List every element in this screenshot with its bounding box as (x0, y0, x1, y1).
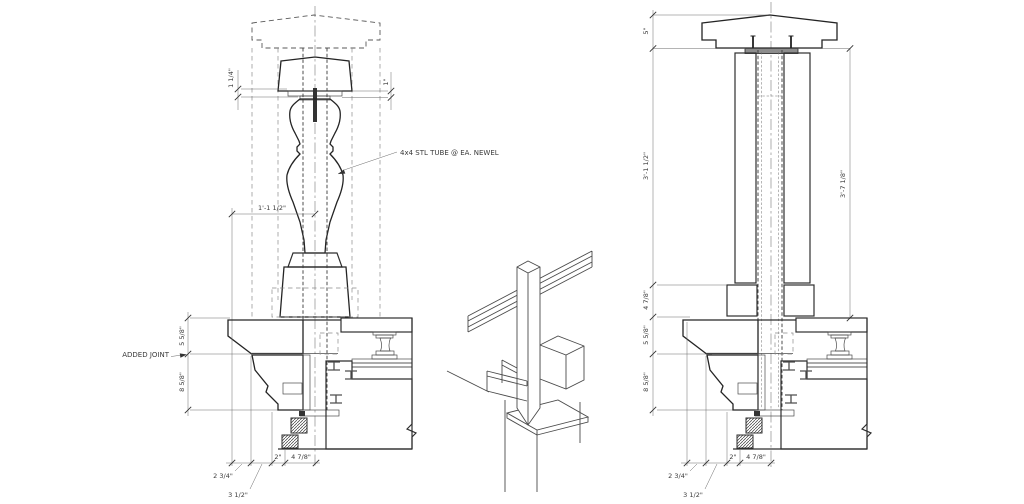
steel-tube-callout: 4x4 STL TUBE @ EA. NEWEL (337, 149, 499, 177)
svg-text:5 5/8": 5 5/8" (642, 325, 650, 345)
newel-side-right (783, 52, 811, 284)
base-block-left (726, 284, 758, 317)
svg-text:8 5/8": 8 5/8" (642, 372, 650, 392)
newel-cap (701, 14, 838, 49)
svg-text:3'-7 1/8": 3'-7 1/8" (839, 170, 847, 198)
dim-stone-heights: 5 5/8" 8 5/8" (178, 312, 280, 416)
steel-tube-wall-hidden (758, 52, 782, 408)
axonometric-detail-view (446, 250, 593, 492)
steel-tube-hidden (757, 50, 783, 410)
svg-text:8 5/8": 8 5/8" (178, 372, 186, 392)
edge-angle-iso (486, 370, 528, 402)
svg-text:5": 5" (642, 27, 650, 34)
steel-tube-iso (516, 260, 541, 426)
newel-top-block (277, 56, 353, 92)
base-block-right (783, 284, 815, 317)
steel-tube-note: 4x4 STL TUBE @ EA. NEWEL (400, 149, 499, 157)
channel-behind (501, 359, 518, 383)
added-joint-callout: ADDED JOINT (122, 351, 188, 359)
anchor-rod (313, 88, 317, 122)
svg-text:1'-1 1/2": 1'-1 1/2" (258, 204, 286, 212)
dim-overall-height: 3'-7 1/8" (839, 44, 854, 322)
dim-joint-left: 1 1/4" (227, 68, 298, 110)
right-base-detail (668, 318, 871, 499)
dim-newel-to-face: 1'-1 1/2" (228, 204, 319, 322)
base-hidden-outline (271, 287, 359, 318)
svg-text:4 7/8": 4 7/8" (642, 290, 650, 310)
svg-text:1": 1" (382, 78, 390, 85)
left-base-detail (213, 318, 416, 499)
stone-block-iso (539, 335, 585, 390)
right-section-view: 5" 3'-1 1/2" 4 7/8" 5 5/8" 8 5/8" 3'-7 1… (642, 2, 854, 468)
svg-text:1 1/4": 1 1/4" (227, 68, 235, 88)
newel-side-left (734, 52, 757, 284)
dim-chain-left: 5" 3'-1 1/2" 4 7/8" 5 5/8" 8 5/8" (642, 10, 850, 416)
cap-projection-lines (251, 48, 381, 318)
left-section-view: 4x4 STL TUBE @ EA. NEWEL 1'-1 1/2" 1 1/4… (122, 6, 499, 468)
dim-joint-right: 1" (342, 72, 395, 110)
svg-text:5 5/8": 5 5/8" (178, 326, 186, 346)
added-joint-note: ADDED JOINT (122, 351, 169, 359)
svg-text:3'-1 1/2": 3'-1 1/2" (642, 152, 650, 180)
steel-tube-hidden (302, 48, 328, 410)
newel-cap-hidden (251, 14, 381, 49)
ground-lines (446, 370, 581, 492)
